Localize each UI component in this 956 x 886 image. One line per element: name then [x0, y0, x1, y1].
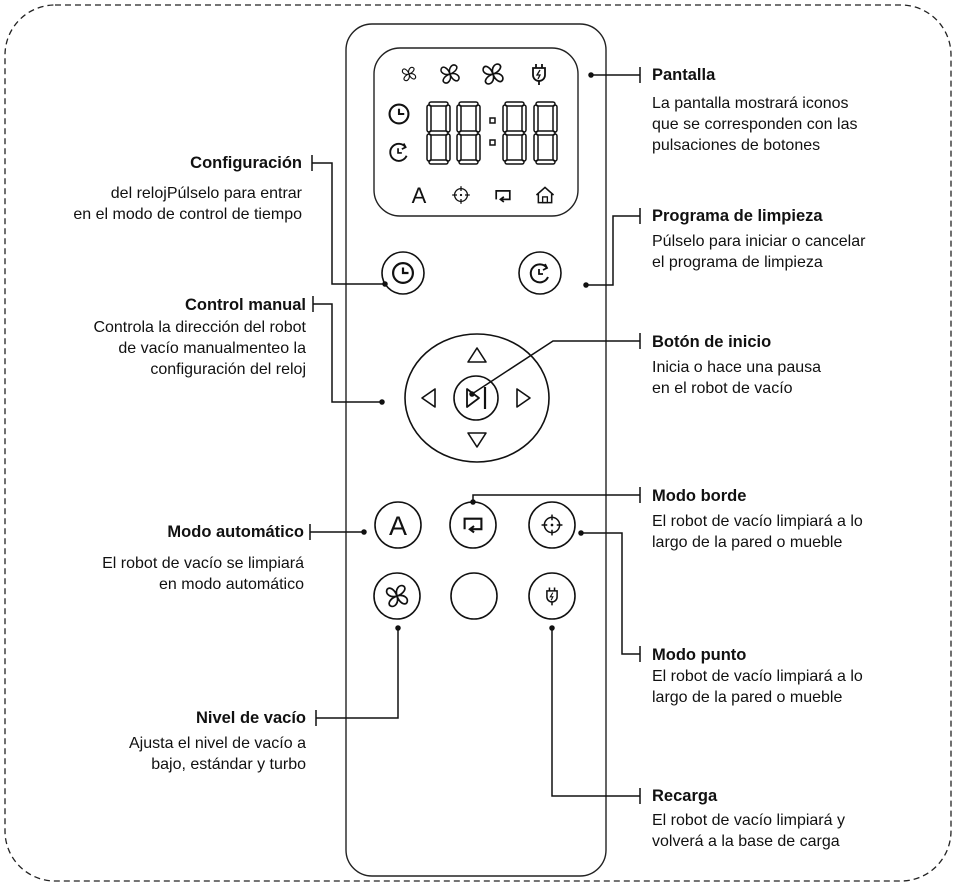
arrow-up-icon [467, 347, 487, 363]
leader-lines [309, 67, 641, 804]
vacuum-level-button[interactable] [373, 572, 421, 620]
modo-borde-line: largo de la pared o mueble [652, 534, 843, 551]
arrow-right-button[interactable] [516, 388, 531, 408]
pantalla-title: Pantalla [652, 66, 716, 84]
arrow-up-button[interactable] [467, 347, 487, 363]
auto-icon: A [412, 183, 427, 208]
callout-modo-borde: Modo borde El robot de vacío limpiará a … [652, 486, 863, 553]
configuracion-line: en el modo de control de tiempo [73, 206, 302, 223]
blank-button[interactable] [450, 572, 498, 620]
modo-punto-line: largo de la pared o mueble [652, 689, 843, 706]
auto-button-label: A [389, 511, 407, 541]
control-manual-line: Controla la dirección del robot [93, 319, 306, 336]
spot-mode-button[interactable] [528, 501, 576, 549]
arrow-down-button[interactable] [467, 432, 487, 448]
fan-low-icon [401, 66, 417, 82]
programa-line: el programa de limpieza [652, 254, 823, 271]
recarga-title: Recarga [652, 787, 718, 805]
modo-borde-line: El robot de vacío limpiará a lo [652, 513, 863, 530]
callout-programa-limpieza: Programa de limpieza Púlselo para inicia… [652, 206, 865, 273]
outer-dashed-border [4, 4, 952, 882]
callout-pantalla: Pantalla La pantalla mostrará iconos que… [652, 65, 857, 156]
fan-mid-icon [440, 64, 460, 84]
recharge-button[interactable] [528, 572, 576, 620]
arrow-right-icon [516, 388, 531, 408]
pantalla-line: que se corresponden con las [652, 116, 858, 133]
fan-icon [385, 584, 409, 608]
modo-borde-title: Modo borde [652, 487, 747, 505]
callout-modo-automatico: Modo automático El robot de vacío se lim… [0, 522, 304, 595]
recarga-line: El robot de vacío limpiará y [652, 812, 845, 829]
recarga-line: volverá a la base de carga [652, 833, 840, 850]
arrow-down-icon [467, 432, 487, 448]
control-manual-line: de vacío manualmenteo la [118, 340, 306, 357]
modo-automatico-title: Modo automático [167, 523, 304, 541]
modo-automatico-line: El robot de vacío se limpiará [102, 555, 304, 572]
programa-title: Programa de limpieza [652, 207, 823, 225]
nivel-vacio-line: Ajusta el nivel de vacío a [129, 735, 306, 752]
programa-line: Púlselo para iniciar o cancelar [652, 233, 866, 250]
control-manual-line: configuración del reloj [150, 361, 306, 378]
fan-high-icon [482, 63, 504, 85]
edge-mode-button[interactable] [449, 501, 497, 549]
callout-boton-inicio: Botón de inicio Inicia o hace una pausa … [652, 332, 821, 399]
modo-punto-line: El robot de vacío limpiará a lo [652, 668, 863, 685]
callout-modo-punto: Modo punto El robot de vacío limpiará a … [652, 645, 863, 708]
modo-automatico-line: en modo automático [159, 576, 304, 593]
clock-button[interactable] [381, 251, 425, 295]
callout-nivel-vacio: Nivel de vacío Ajusta el nivel de vacío … [0, 708, 306, 775]
schedule-button[interactable] [518, 251, 562, 295]
nivel-vacio-title: Nivel de vacío [195, 709, 306, 727]
callout-configuracion: Configuración del relojPúlselo para entr… [0, 153, 302, 225]
pantalla-line: pulsaciones de botones [652, 137, 821, 154]
arrow-left-button[interactable] [421, 388, 436, 408]
modo-punto-title: Modo punto [652, 646, 747, 664]
inicio-title: Botón de inicio [652, 333, 772, 351]
start-button[interactable] [453, 375, 499, 421]
nivel-vacio-line: bajo, estándar y turbo [151, 756, 306, 773]
arrow-left-icon [421, 388, 436, 408]
inicio-line: Inicia o hace una pausa [652, 359, 822, 376]
callout-recarga: Recarga El robot de vacío limpiará y vol… [652, 786, 845, 852]
pantalla-line: La pantalla mostrará iconos [652, 95, 849, 112]
display-digits [426, 101, 558, 165]
configuracion-title: Configuración [190, 154, 302, 172]
control-manual-title: Control manual [184, 296, 306, 314]
inicio-line: en el robot de vacío [652, 380, 793, 397]
callout-control-manual: Control manual Controla la dirección del… [0, 295, 306, 380]
auto-mode-button[interactable]: A [374, 501, 422, 549]
configuracion-line: del relojPúlselo para entrar [110, 185, 302, 202]
